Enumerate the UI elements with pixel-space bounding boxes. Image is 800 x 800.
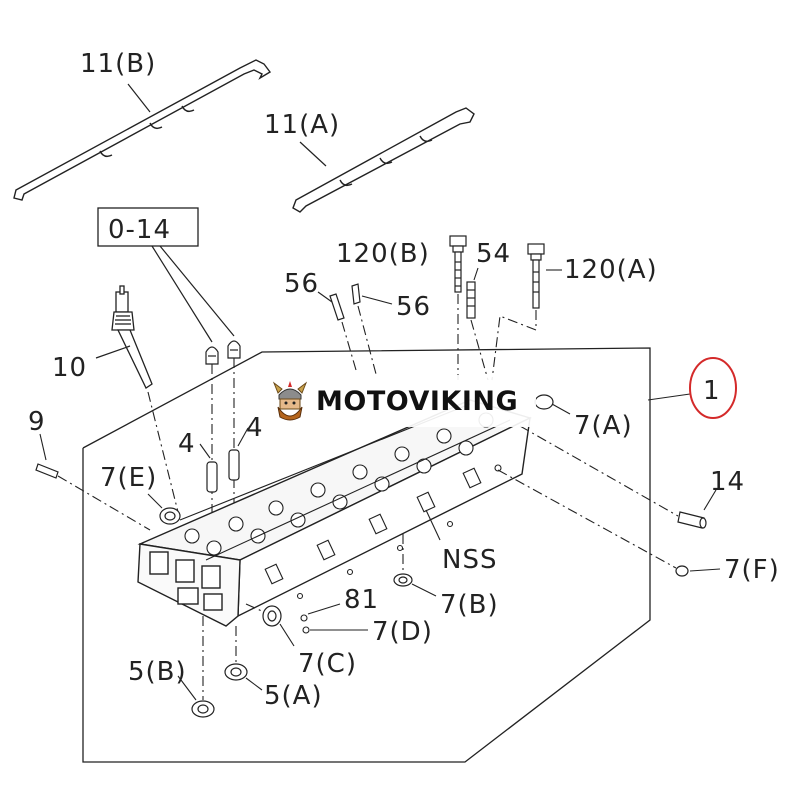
label-1: 1 [703, 376, 721, 406]
part-5b-plug [191, 700, 215, 718]
label-0-14: 0-14 [108, 215, 171, 245]
part-81-7d-plugs [300, 614, 310, 634]
part-7c-plug [262, 605, 282, 627]
label-120b: 120(B) [336, 239, 430, 269]
part-56-bolts [329, 283, 361, 321]
part-7b-plug [393, 573, 413, 587]
valve-bosses [184, 412, 494, 556]
part-1-highlight-circle [689, 357, 737, 419]
part-54-stud [466, 281, 476, 319]
part-4-dowels [206, 449, 240, 493]
label-11a: 11(A) [264, 110, 340, 140]
part-9-stud [35, 463, 59, 479]
label-4-right: 4 [246, 413, 264, 443]
part-14-sleeve [677, 511, 707, 529]
label-81: 81 [344, 585, 379, 615]
part-11a-gasket [292, 107, 475, 213]
label-9: 9 [28, 407, 46, 437]
label-7e: 7(E) [100, 463, 157, 493]
label-11b: 11(B) [80, 49, 156, 79]
label-7c: 7(C) [298, 649, 357, 679]
part-11b-gasket [13, 59, 272, 201]
kit-label-box [97, 207, 199, 247]
label-10: 10 [52, 353, 87, 383]
label-7f: 7(F) [724, 555, 780, 585]
part-5a-plug [224, 663, 248, 681]
label-4-left: 4 [178, 429, 196, 459]
viking-logo-icon [272, 381, 308, 421]
label-120a: 120(A) [564, 255, 658, 285]
part-7e-plug [159, 507, 181, 525]
label-56-lower: 56 [396, 292, 431, 322]
assembly-frame [82, 347, 651, 763]
watermark-banner: MOTOVIKING [264, 375, 536, 427]
label-5a: 5(A) [264, 681, 323, 711]
part-120b-bolt [449, 235, 467, 293]
part-10-glow-plug [111, 285, 153, 389]
label-54: 54 [476, 239, 511, 269]
label-56-upper: 56 [284, 269, 319, 299]
label-7b: 7(B) [440, 590, 499, 620]
label-14: 14 [710, 467, 745, 497]
label-nss: NSS [442, 545, 497, 575]
part-7f-plug [675, 565, 689, 577]
part-7a-plug [534, 394, 554, 410]
label-7d: 7(D) [372, 617, 433, 647]
label-7a: 7(A) [574, 411, 633, 441]
side-ports [264, 464, 502, 600]
valve-stem-seals [205, 340, 241, 365]
watermark-text: MOTOVIKING [316, 385, 519, 417]
part-120a-bolt [527, 243, 545, 309]
label-5b: 5(B) [128, 657, 187, 687]
